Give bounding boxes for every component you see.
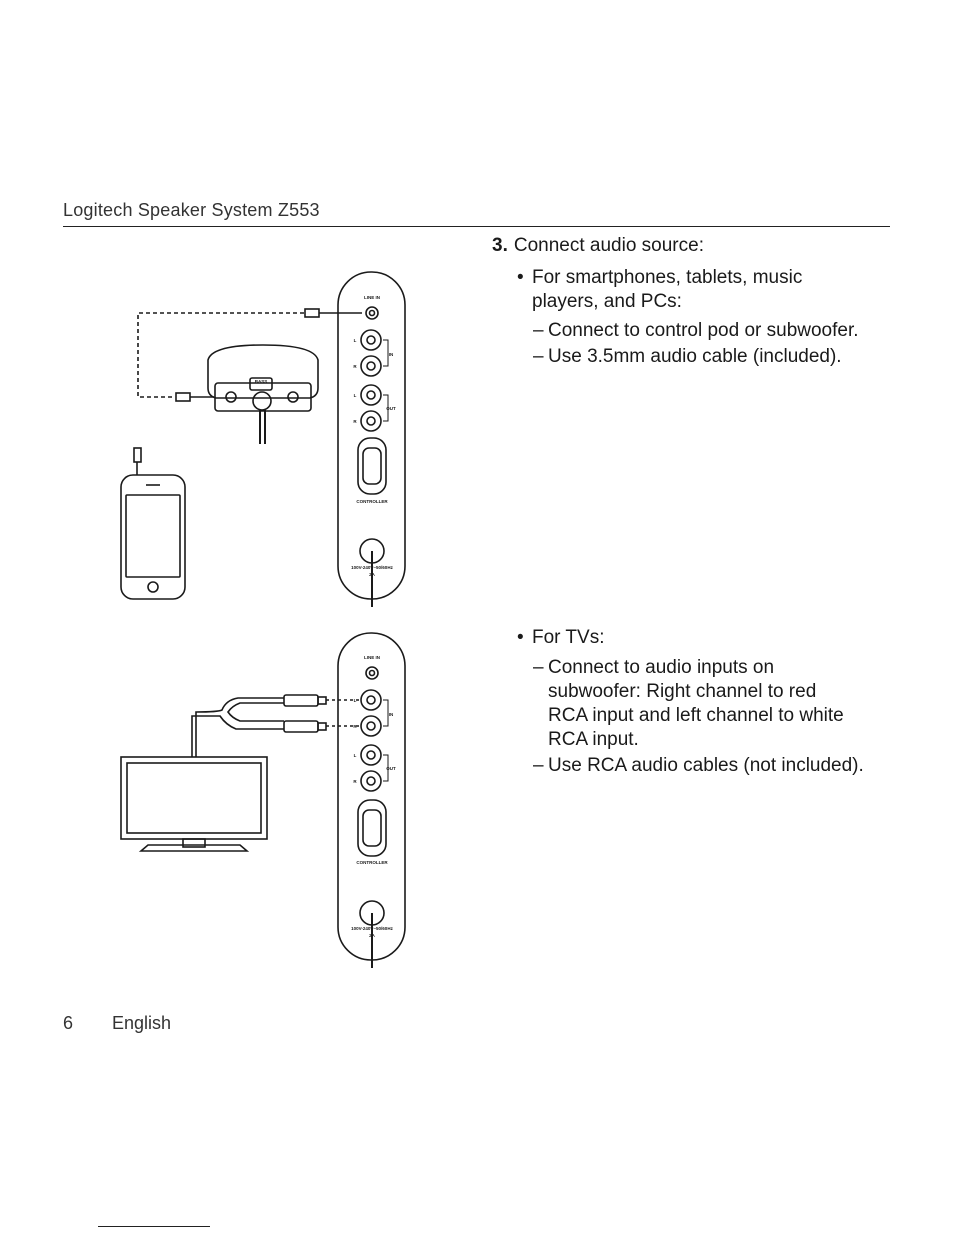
header-title: Logitech Speaker System Z553: [63, 200, 320, 220]
bullet-dot: •: [517, 627, 524, 648]
bass-label: BASS: [255, 379, 268, 384]
tv-item-1-line: subwoofer: Right channel to red: [548, 681, 817, 702]
rca-in-l: [360, 689, 382, 711]
dash: –: [533, 320, 544, 341]
bullet-dot: •: [517, 267, 524, 288]
rca-out-l: [360, 384, 382, 406]
r-label: R: [353, 364, 357, 369]
tv-item-2-text: Use RCA audio cables (not included).: [548, 755, 864, 776]
rca-plug-upper: [283, 694, 319, 707]
dash: –: [533, 755, 544, 776]
line-in-jack: [365, 306, 379, 320]
line-in-label: LINE IN: [364, 655, 380, 660]
mobile-bullet: • For smartphones, tablets, music player…: [517, 266, 803, 314]
power-label: 100V-240V~50/60Hz: [351, 565, 393, 570]
dash: –: [533, 346, 544, 367]
controller-port: [357, 799, 387, 857]
tv-item-1-line: RCA input.: [548, 729, 639, 750]
footer-language: English: [112, 1013, 172, 1033]
r-label: R: [353, 724, 357, 729]
out-label: OUT: [386, 766, 396, 771]
step-title: Connect audio source:: [513, 235, 704, 256]
rca-in-r: [360, 715, 382, 737]
rca-cable: [195, 697, 284, 757]
in-label: IN: [389, 352, 394, 357]
l-label: L: [354, 338, 357, 343]
rca-out-l: [360, 744, 382, 766]
tv-bullet-text: For TVs:: [532, 627, 605, 648]
current-label: 2A: [369, 933, 376, 938]
r-label: R: [353, 419, 357, 424]
mobile-bullet-line2: players, and PCs:: [532, 291, 682, 312]
rca-plug-lower: [283, 720, 319, 733]
subwoofer-panel: [337, 632, 406, 961]
phone: [120, 474, 186, 600]
tv-item-1: – Connect to audio inputs on subwoofer: …: [533, 656, 844, 752]
tv-item-1-line: Connect to audio inputs on: [548, 657, 775, 678]
rca-in-r: [360, 355, 382, 377]
mobile-item-2-text: Use 3.5mm audio cable (included).: [548, 346, 842, 367]
page-number: 6: [63, 1013, 74, 1033]
dash: –: [533, 657, 544, 678]
controller-port: [357, 437, 387, 495]
r-label: R: [353, 779, 357, 784]
audio-cable-dashed: [137, 312, 305, 398]
control-pod: [207, 344, 319, 399]
line-in-label: LINE IN: [364, 295, 380, 300]
rca-out-r: [360, 770, 382, 792]
bottom-rule: [98, 1226, 210, 1227]
current-label: 2A: [369, 572, 376, 577]
mobile-bullet-line1: For smartphones, tablets, music: [532, 267, 803, 288]
out-label: OUT: [386, 406, 396, 411]
l-label: L: [354, 393, 357, 398]
mobile-item-2: – Use 3.5mm audio cable (included).: [533, 345, 842, 369]
tv-bullet: • For TVs:: [517, 626, 605, 650]
in-label: IN: [389, 712, 394, 717]
step-number: 3.: [492, 235, 508, 256]
header-rule: [63, 226, 890, 227]
tv-item-2: – Use RCA audio cables (not included).: [533, 754, 864, 778]
tv-item-1-line: RCA input and left channel to white: [548, 705, 844, 726]
power-label: 100V-240V~50/60Hz: [351, 926, 393, 931]
controller-label: CONTROLLER: [356, 499, 388, 504]
l-label: L: [354, 698, 357, 703]
mobile-item-1-text: Connect to control pod or subwoofer.: [548, 320, 859, 341]
mobile-item-1: – Connect to control pod or subwoofer.: [533, 319, 859, 343]
rca-in-l: [360, 329, 382, 351]
tv: [120, 756, 268, 840]
rca-out-r: [360, 410, 382, 432]
l-label: L: [354, 753, 357, 758]
controller-label: CONTROLLER: [356, 860, 388, 865]
line-in-jack: [365, 666, 379, 680]
step-heading: 3.Connect audio source:: [492, 234, 704, 258]
